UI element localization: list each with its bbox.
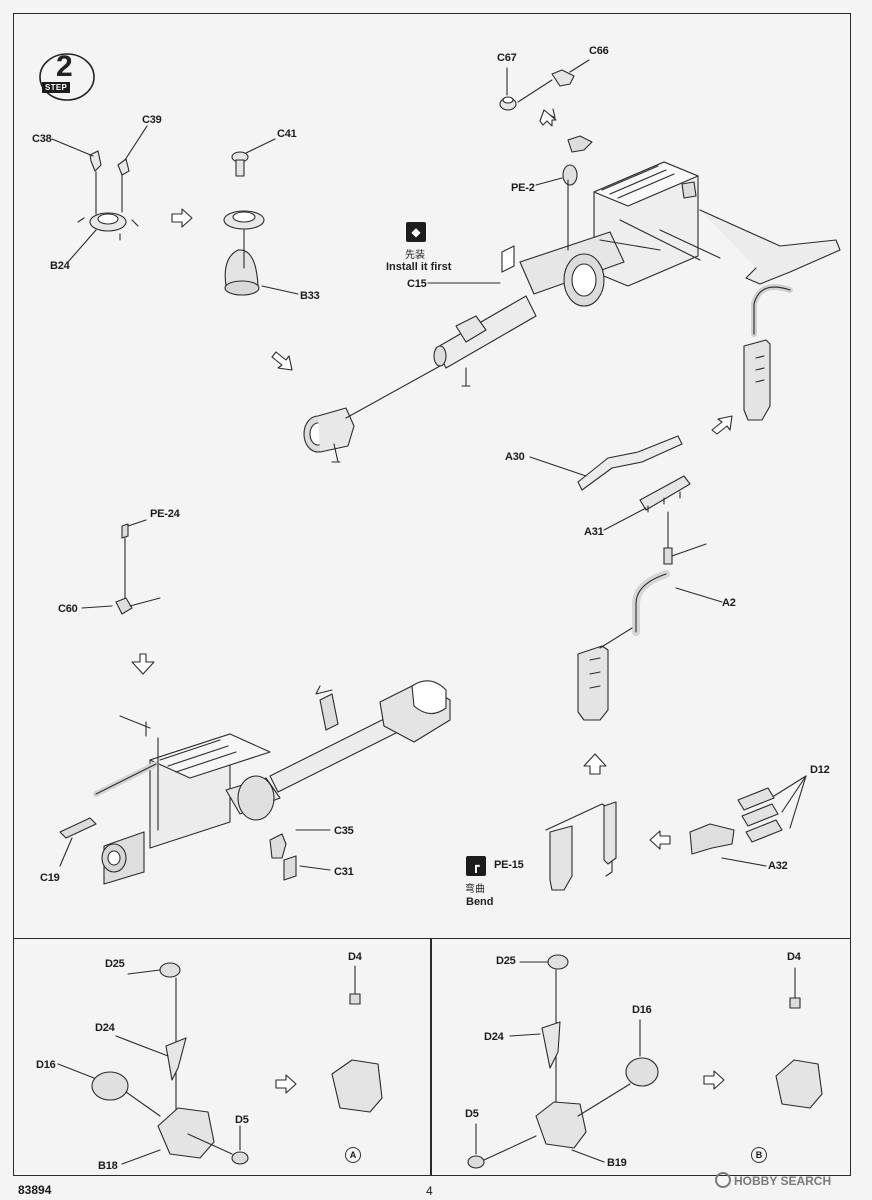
part-c67-c66 [499, 59, 590, 111]
label-a-b18: B18 [98, 1160, 118, 1172]
label-a-d4: D4 [348, 951, 362, 963]
subassembly-b-art [467, 954, 823, 1169]
label-a2: A2 [722, 597, 736, 609]
label-b-b19: B19 [607, 1157, 627, 1169]
part-exhaust-subassembly [529, 435, 723, 721]
label-b-d25: D25 [496, 955, 516, 967]
label-a31: A31 [584, 526, 604, 538]
label-b-d4: D4 [787, 951, 801, 963]
watermark-text: HOBBY SEARCH [734, 1174, 832, 1188]
part-b33-group [223, 138, 299, 296]
label-c67: C67 [497, 52, 517, 64]
subassembly-b-frame [431, 938, 851, 1176]
subassembly-a-marker: A [345, 1147, 361, 1163]
bend-note-en: Bend [466, 896, 494, 908]
part-c60-group [81, 519, 161, 615]
install-note-cn: 先装 [405, 250, 425, 261]
engine-assembly-bottom [59, 680, 451, 885]
label-b-d5: D5 [465, 1108, 479, 1120]
step-badge: 2 STEP [38, 50, 96, 102]
engine-assembly-top [427, 135, 841, 421]
watermark: HOBBY SEARCH [715, 1172, 831, 1188]
watermark-logo-icon [715, 1172, 731, 1188]
subassembly-b-marker: B [751, 1147, 767, 1163]
label-a-d25: D25 [105, 958, 125, 970]
part-pe15-shield [545, 801, 617, 891]
label-a-d24: D24 [95, 1022, 115, 1034]
label-c66: C66 [589, 45, 609, 57]
install-note-en: Install it first [386, 261, 452, 273]
step-circle-icon [39, 53, 95, 101]
step-number: 2 [56, 50, 73, 83]
label-d12: D12 [810, 764, 830, 776]
bend-icon: ┏ [466, 856, 486, 876]
label-c39: C39 [142, 114, 162, 126]
label-c60: C60 [58, 603, 78, 615]
install-first-icon: ◆ [406, 222, 426, 242]
label-c15: C15 [407, 278, 427, 290]
step-word: STEP [42, 82, 71, 93]
product-code: 83894 [18, 1183, 52, 1197]
label-pe15: PE-15 [494, 859, 524, 871]
label-a30: A30 [505, 451, 525, 463]
label-a-d16: D16 [36, 1059, 56, 1071]
label-a32: A32 [768, 860, 788, 872]
label-c41: C41 [277, 128, 297, 140]
label-c35: C35 [334, 825, 354, 837]
label-b-d24: D24 [484, 1031, 504, 1043]
label-b33: B33 [300, 290, 320, 302]
label-c38: C38 [32, 133, 52, 145]
subassembly-a-art [57, 962, 383, 1165]
label-a-d5: D5 [235, 1114, 249, 1126]
label-pe2: PE-2 [511, 182, 535, 194]
subassembly-a-frame [13, 938, 431, 1176]
label-b-d16: D16 [632, 1004, 652, 1016]
part-c15-flywheel [303, 365, 441, 463]
label-c19: C19 [40, 872, 60, 884]
page-number: 4 [426, 1184, 433, 1198]
label-c31: C31 [334, 866, 354, 878]
label-b24: B24 [50, 260, 70, 272]
part-d12-a32 [689, 775, 807, 867]
label-pe24: PE-24 [150, 508, 180, 520]
part-b24-group [51, 125, 148, 263]
bend-note-cn: 弯曲 [465, 884, 485, 895]
